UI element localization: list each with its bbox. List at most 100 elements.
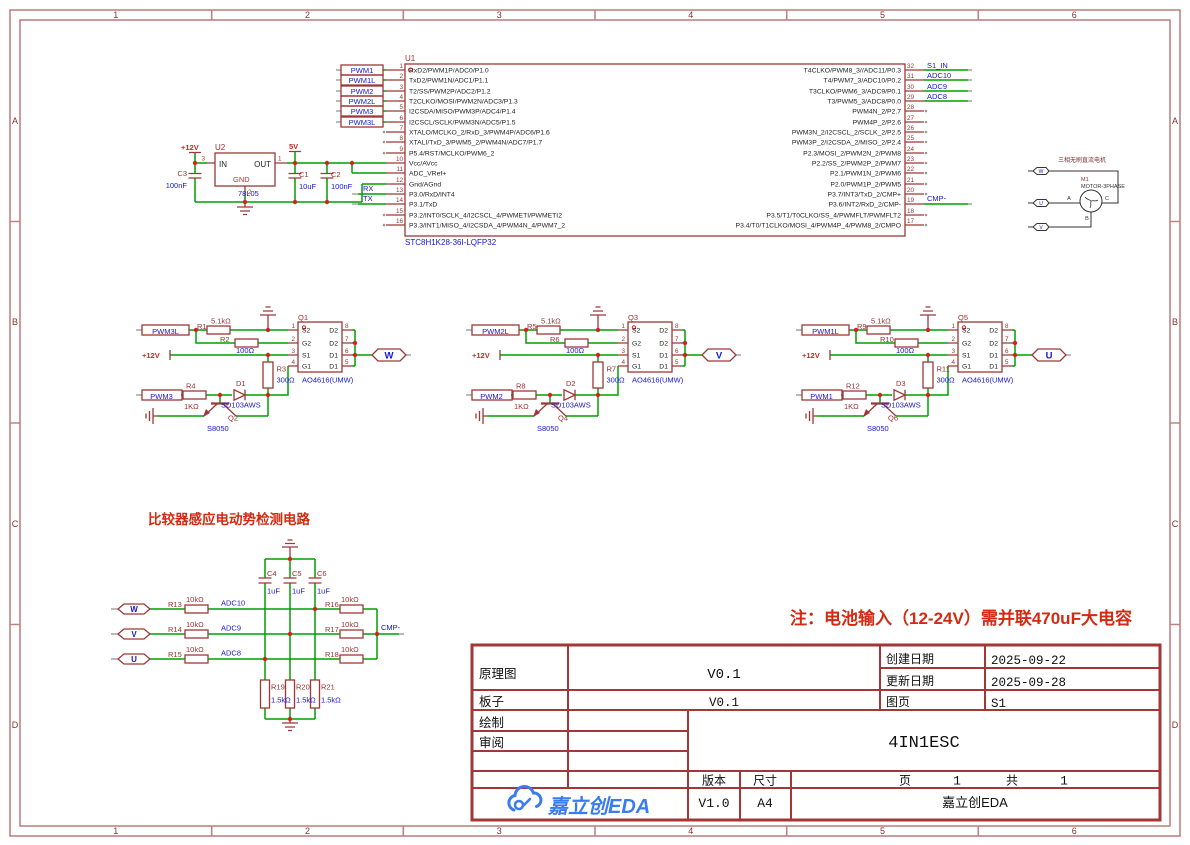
component-value: 5.1kΩ [211,317,231,326]
field-label: 审阅 [479,735,504,750]
phase-in-port[interactable] [116,653,152,665]
port-wires [383,69,386,123]
net-tails [352,193,358,205]
component-ref: R19 [271,683,285,692]
pin-number: 2 [399,73,403,80]
component-value: 10kΩ [341,595,359,604]
vendor-logo[interactable]: 嘉立创EDA [507,785,650,818]
component-ref: R15 [168,650,182,659]
power-flag: 5V [289,142,298,151]
pin-number: 4 [399,94,403,101]
regulator-body[interactable] [214,152,276,187]
pin-label: P2.0/PWM1P_2/PWM5 [830,182,901,189]
left-pin-stubs [386,69,405,226]
net-label: PWM2 [351,87,374,96]
resistor[interactable] [184,629,209,639]
net-port[interactable] [340,116,384,128]
pin-label: OUT [254,160,271,169]
component-value: 100Ω [566,346,585,355]
motor-symbol[interactable]: 三相无刷直流电机 W U V A C B M1 MOTOR-3PHASE [1028,156,1125,231]
terminal-label: C [1105,196,1109,202]
pin-number: 15 [396,208,404,215]
component-value: AO4616(UMW) [632,376,684,385]
mcu-u1[interactable]: U1 STC8H1K28-36I-LQFP32 RxD2/PWM1P/ADC0/… [336,54,972,247]
capacitor-plates[interactable] [258,577,322,584]
net-label: RX [363,184,373,193]
pin-number: 6 [399,115,403,122]
frame-row-label: C [12,519,19,529]
resistor[interactable] [339,604,364,614]
phase-in-port[interactable] [116,603,152,615]
component-value: 1KΩ [844,402,859,411]
resistor[interactable] [339,629,364,639]
component-value: 10kΩ [186,620,204,629]
net-port[interactable] [340,105,384,117]
component-value: SD103AWS [221,401,261,410]
pin-number: 21 [907,177,915,184]
pin-label: P2.1/PWM1N_2/PWM6 [830,171,901,178]
pin-number: 17 [907,218,915,225]
resistor[interactable] [259,679,271,709]
pin1-marker [408,67,413,73]
component-value: 300Ω [607,376,626,385]
mcu-body[interactable] [404,63,906,237]
frame-col-label: 6 [1072,10,1077,20]
frame-row-label: D [12,720,19,730]
phase-in-port[interactable] [116,628,152,640]
company-name: 嘉立创EDA [942,795,1008,810]
net-tails [968,69,972,205]
net-label: CMP- [927,194,947,203]
pin-label: ADC_VRef+ [409,171,446,178]
net-label: ADC10 [221,599,245,608]
component-value: AO4616(UMW) [302,376,354,385]
pin-number: 3 [201,156,205,163]
component-value: SD103AWS [551,401,591,410]
frame-col-label: 5 [880,826,885,836]
right-net-labels[interactable]: S1_IN ADC10 ADC9 ADC8 CMP- [924,61,972,205]
pin-number: 30 [907,84,915,91]
bemf-comparator-circuit[interactable]: 比较器感应电动势检测电路 W V U R13 10kΩ ADC10 R16 10… [111,511,404,732]
component-value: 1uF [317,587,330,596]
component-value: 5.1kΩ [541,317,561,326]
resistor[interactable] [309,679,321,709]
pin-number: 31 [907,73,915,80]
phase-label: W [130,605,138,614]
component-ref: R20 [296,683,310,692]
motor-body[interactable] [1079,189,1103,213]
component-ref: C2 [331,170,341,179]
net-port[interactable] [1032,167,1050,175]
resistor[interactable] [339,654,364,664]
uart-net-labels[interactable]: RX TX [352,184,386,205]
component-ref: Q2 [228,414,238,423]
component-ref: U1 [405,54,416,63]
net-port[interactable] [340,74,384,86]
pin-number: 11 [396,166,403,173]
capacitor-plates[interactable] [188,172,334,179]
component-ref: R16 [325,600,339,609]
component-part: 78L05 [238,189,259,198]
net-port[interactable] [1032,199,1050,207]
pin-label: T4CLKO/PWM8_3//ADC11/P0.3 [804,68,902,75]
phase-label: U [1046,351,1053,362]
net-tails [1028,170,1033,228]
pin-label: P2.3/MOSI_2/PWM2N_2/PWM8 [803,151,901,158]
pin-label: T2CLKO/MOSI/PWM2N/ADC3/P1.3 [409,99,518,106]
resistor[interactable] [284,679,296,709]
field-label: 绘制 [479,715,504,730]
pin-label: T2/SS/PWM2P/ADC2/P1.2 [409,89,491,96]
pin-number: 24 [907,146,915,153]
gate-driver-sections[interactable]: PWM3L R1 5.1kΩ R2 100Ω R3 300Ω Q1 AO4616… [134,305,1073,433]
component-value: 10kΩ [186,645,204,654]
net-port[interactable] [1032,223,1050,231]
resistor[interactable] [184,654,209,664]
logo-text: 嘉立创EDA [547,795,650,818]
field-label: 创建日期 [886,652,934,666]
pin-number: 2 [248,189,252,196]
resistor[interactable] [184,604,209,614]
left-net-ports[interactable]: PWM1 PWM1L PWM2 PWM2L PWM3 PWM3L [336,64,386,128]
regulator-circuit[interactable]: +12V 5V U2 IN OUT GND 78L05 3 1 2 C3 100… [166,142,386,216]
pin-label: PWM3N_2/I2CSCL_2/SCLK_2/P2.5 [792,130,901,137]
section-title: 比较器感应电动势检测电路 [148,511,310,527]
pin-number: 25 [907,135,915,142]
